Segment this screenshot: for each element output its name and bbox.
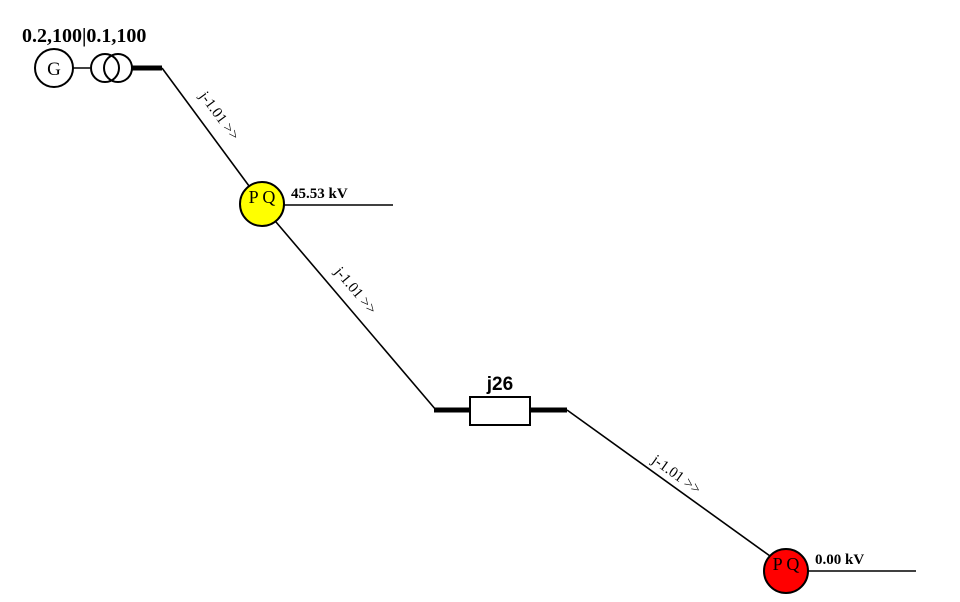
generator-symbol: G	[47, 59, 61, 80]
pq-bus-1-voltage: 45.53 kV	[291, 186, 348, 202]
pq-bus-1-node[interactable]	[239, 181, 285, 227]
generator-params-label: 0.2,100|0.1,100	[22, 25, 146, 47]
pq-bus-2-label: P Q	[773, 554, 800, 574]
generator-group[interactable]: 0.2,100|0.1,100 G	[22, 25, 162, 88]
impedance-element[interactable]: j26	[434, 374, 567, 426]
pq-bus-2-voltage: 0.00 kV	[815, 552, 864, 568]
transformer-icon[interactable]	[90, 53, 133, 83]
pq-bus-1-label: P Q	[249, 187, 276, 207]
impedance-label: j26	[486, 374, 513, 395]
line-1[interactable]	[161, 67, 253, 191]
line-1-flow-label: j-1.01 >>	[195, 88, 242, 143]
impedance-icon[interactable]	[469, 396, 531, 426]
line-2-flow-label: j-1.01 >>	[330, 264, 379, 318]
pq-bus-1[interactable]: P Q 45.53 kV	[239, 181, 393, 227]
line-3[interactable]	[566, 409, 771, 557]
pq-bus-2[interactable]: P Q 0.00 kV	[763, 548, 916, 594]
line-2[interactable]	[275, 221, 437, 411]
